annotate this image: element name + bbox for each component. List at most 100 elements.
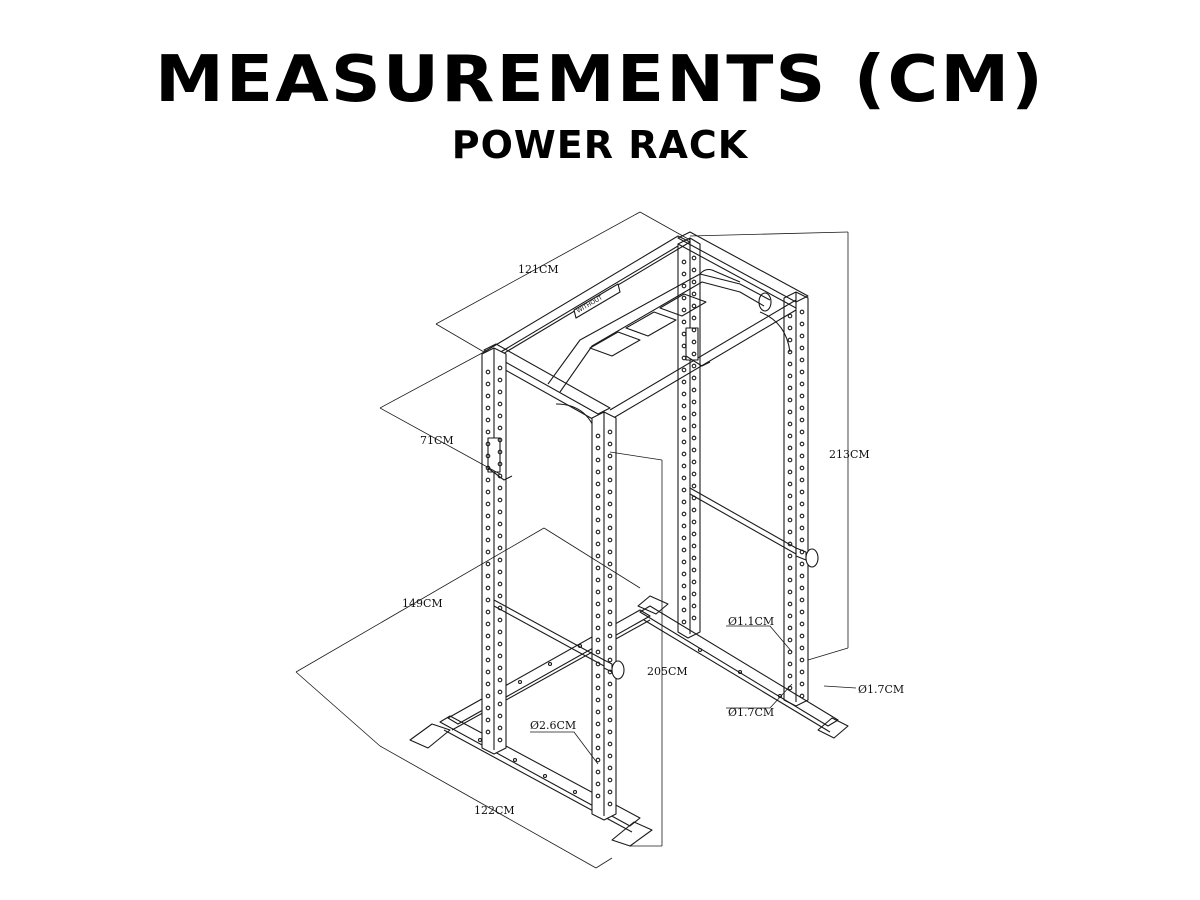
upright-hole: [485, 405, 491, 411]
upright-hole: [497, 677, 503, 683]
upright-hole: [595, 745, 601, 751]
upright-hole: [497, 425, 503, 431]
upright-hole: [595, 529, 601, 535]
upright-hole: [607, 741, 613, 747]
upright-hole: [799, 321, 805, 327]
label-top-depth: 71CM: [420, 434, 454, 447]
upright-hole: [497, 617, 503, 623]
label-hole-large-a: Ø1.7CM: [858, 683, 904, 696]
upright-hole: [681, 583, 687, 589]
upright-hole: [787, 589, 793, 595]
upright-hole: [607, 513, 613, 519]
upright-hole: [607, 609, 613, 615]
upright-hole: [607, 777, 613, 783]
safety-bars: [493, 487, 819, 680]
upright-hole: [497, 485, 503, 491]
upright-hole: [681, 559, 687, 565]
upright-hole: [691, 519, 697, 525]
upright-hole: [787, 601, 793, 607]
upright-hole: [485, 681, 491, 687]
upright-hole: [681, 463, 687, 469]
upright-hole: [787, 661, 793, 667]
upright-hole: [485, 657, 491, 663]
upright-hole: [497, 629, 503, 635]
upright-hole: [691, 375, 697, 381]
upright-hole: [799, 405, 805, 411]
upright-hole: [607, 465, 613, 471]
foot-front-right: [611, 821, 653, 847]
upright-hole: [607, 573, 613, 579]
upright-hole: [497, 665, 503, 671]
upright-hole: [681, 523, 687, 529]
upright-hole: [485, 489, 491, 495]
upright-hole: [485, 525, 491, 531]
upright-hole: [799, 333, 805, 339]
upright-hole: [497, 581, 503, 587]
upright-hole: [485, 417, 491, 423]
upright-hole: [799, 381, 805, 387]
upright-hole: [787, 553, 793, 559]
upright-hole: [497, 413, 503, 419]
upright-hole: [681, 403, 687, 409]
upright-hole: [607, 717, 613, 723]
upright-hole: [691, 483, 697, 489]
upright-hole: [681, 619, 687, 625]
upright-hole: [485, 513, 491, 519]
pullup-bar: [547, 268, 772, 393]
upright-hole: [497, 521, 503, 527]
label-inner-height: 205CM: [647, 665, 688, 678]
upright-hole: [595, 697, 601, 703]
upright-hole: [691, 471, 697, 477]
upright-hole: [691, 255, 697, 261]
upright-hole: [607, 441, 613, 447]
upright-hole: [595, 733, 601, 739]
upright-hole: [595, 721, 601, 727]
label-hole-small: Ø1.1CM: [728, 615, 774, 628]
upright-hole: [691, 399, 697, 405]
dimension-lines: [295, 211, 857, 869]
page-title: MEASUREMENTS (CM): [154, 43, 1046, 117]
upright-hole: [799, 369, 805, 375]
upright-hole: [485, 705, 491, 711]
upright-hole: [595, 781, 601, 787]
label-hole-large-b: Ø1.7CM: [728, 706, 774, 719]
upright-hole: [787, 493, 793, 499]
upright-hole: [595, 589, 601, 595]
upright-hole: [799, 561, 805, 567]
upright-hole: [595, 541, 601, 547]
upright-hole: [691, 411, 697, 417]
upright-hole: [607, 693, 613, 699]
upright-hole: [607, 801, 613, 807]
upright-hole: [787, 529, 793, 535]
upright-hole: [681, 535, 687, 541]
upright-hole: [485, 393, 491, 399]
upright-hole: [799, 441, 805, 447]
upright-hole: [595, 769, 601, 775]
upright-hole: [787, 577, 793, 583]
dimension-labels: 121CM 71CM 213CM 205CM 149CM 122CM Ø1.1C…: [402, 263, 904, 817]
upright-hole: [681, 595, 687, 601]
upright-hole: [787, 517, 793, 523]
upright-hole: [691, 339, 697, 345]
upright-hole: [681, 607, 687, 613]
upright-hole: [607, 681, 613, 687]
upright-hole: [681, 283, 687, 289]
upright-hole: [681, 259, 687, 265]
upright-hole: [595, 457, 601, 463]
upright-hole: [485, 621, 491, 627]
upright-hole: [681, 439, 687, 445]
upright-hole: [497, 701, 503, 707]
upright-hole: [595, 481, 601, 487]
upright-hole: [787, 541, 793, 547]
upright-hole: [595, 577, 601, 583]
upright-hole: [485, 549, 491, 555]
back-uprights: [677, 237, 809, 707]
upright-hole: [787, 397, 793, 403]
upright-hole: [691, 327, 697, 333]
upright-hole: [691, 567, 697, 573]
upright-hole: [607, 705, 613, 711]
upright-hole: [787, 421, 793, 427]
upright-hole: [595, 601, 601, 607]
upright-hole: [607, 489, 613, 495]
